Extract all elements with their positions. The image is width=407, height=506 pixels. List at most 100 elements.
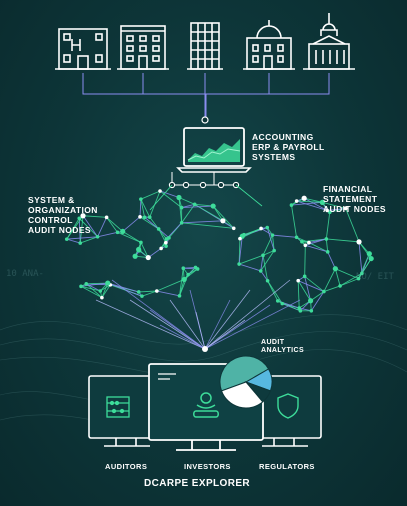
mesh-node bbox=[164, 244, 168, 248]
mesh-node bbox=[104, 215, 109, 220]
system-nodes-label: SYSTEM & ORGANIZATION CONTROL AUDIT NODE… bbox=[28, 195, 98, 235]
explorer-title: DCARPE EXPLORER bbox=[144, 478, 251, 489]
background-text-right: NO/ EIT bbox=[356, 272, 394, 282]
mesh-node bbox=[289, 203, 294, 207]
mesh-node bbox=[80, 213, 86, 219]
mesh-node bbox=[356, 276, 361, 281]
mesh-node bbox=[210, 203, 216, 209]
mesh-node bbox=[275, 299, 280, 303]
mesh-node bbox=[338, 284, 342, 288]
mesh-node bbox=[296, 278, 300, 283]
mesh-node bbox=[237, 262, 241, 266]
mesh-node bbox=[319, 199, 325, 205]
mesh-node bbox=[302, 274, 307, 279]
mesh-node bbox=[142, 215, 147, 220]
mesh-node bbox=[360, 271, 364, 276]
mesh-node bbox=[159, 246, 163, 251]
mesh-node bbox=[186, 272, 190, 277]
mesh-node bbox=[356, 239, 362, 245]
accounting-label: ACCOUNTING ERP & PAYROLL SYSTEMS bbox=[252, 132, 325, 162]
convergence-node bbox=[202, 346, 208, 352]
mesh-node bbox=[136, 290, 141, 294]
mesh-node bbox=[158, 189, 162, 193]
office-building-icon bbox=[117, 25, 169, 70]
mesh-node bbox=[139, 197, 143, 201]
mesh-node bbox=[332, 266, 338, 272]
mesh-node bbox=[95, 235, 100, 239]
audit-analytics-pie bbox=[219, 355, 273, 409]
investors-label: INVESTORS bbox=[184, 462, 231, 471]
mesh-node bbox=[139, 240, 143, 245]
mesh-node bbox=[261, 253, 265, 258]
mesh-node bbox=[280, 301, 285, 306]
financial-nodes-label: FINANCIAL STATEMENT AUDIT NODES bbox=[323, 184, 386, 214]
domed-building-icon bbox=[243, 20, 295, 70]
mesh-node bbox=[132, 253, 138, 259]
mesh-node bbox=[327, 210, 332, 215]
mesh-node bbox=[303, 243, 308, 248]
mesh-node bbox=[181, 276, 187, 283]
mesh-node bbox=[307, 240, 311, 245]
shield-icon bbox=[277, 393, 299, 419]
mesh-node bbox=[115, 230, 120, 235]
mesh-node bbox=[192, 202, 197, 207]
pie-slice bbox=[220, 381, 264, 409]
pie-slice bbox=[219, 355, 270, 392]
mesh-node bbox=[325, 250, 330, 254]
laptop-icon bbox=[176, 127, 252, 173]
mesh-node bbox=[163, 240, 168, 245]
mesh-node bbox=[147, 215, 152, 219]
mesh-node bbox=[179, 205, 184, 210]
mesh-node bbox=[325, 208, 330, 213]
convergence-lines bbox=[95, 184, 301, 350]
mesh-node bbox=[366, 251, 372, 257]
mesh-node bbox=[155, 289, 159, 293]
mesh-node bbox=[294, 235, 299, 240]
mesh-node bbox=[140, 294, 144, 298]
analytics-label: AUDIT ANALyTICS bbox=[261, 339, 305, 354]
mesh-node bbox=[297, 306, 301, 310]
mesh-node bbox=[220, 218, 226, 224]
mesh-node bbox=[238, 236, 242, 241]
mesh-node bbox=[105, 280, 111, 286]
mesh-node bbox=[78, 241, 83, 245]
mesh-node bbox=[294, 199, 299, 203]
mesh-node bbox=[259, 226, 263, 231]
mesh-node bbox=[322, 289, 326, 294]
regulators-label: REGULATORS bbox=[259, 462, 315, 471]
background-text-left: 10 ANA- bbox=[6, 269, 44, 279]
mesh-node bbox=[84, 282, 89, 286]
mesh-node bbox=[231, 226, 236, 231]
mesh-node bbox=[79, 284, 83, 289]
mesh-node bbox=[307, 298, 314, 304]
hub-node bbox=[201, 116, 209, 124]
hospital-building-icon bbox=[55, 28, 111, 70]
mesh-node bbox=[309, 308, 314, 313]
mesh-node bbox=[120, 228, 126, 235]
mesh-node bbox=[64, 237, 69, 241]
mesh-node bbox=[324, 237, 329, 241]
building-connectors bbox=[82, 73, 330, 118]
mesh-node bbox=[145, 254, 151, 261]
mesh-node bbox=[167, 236, 171, 240]
mesh-node bbox=[368, 255, 374, 262]
mesh-node bbox=[176, 194, 182, 201]
system-audit-mesh bbox=[64, 189, 236, 300]
investor-person-icon bbox=[193, 392, 219, 418]
mesh-node bbox=[298, 309, 303, 313]
mesh-node bbox=[265, 225, 270, 230]
mesh-node bbox=[300, 239, 304, 244]
document-lines-icon bbox=[158, 373, 176, 380]
mesh-node bbox=[181, 266, 186, 271]
mesh-node bbox=[156, 227, 161, 231]
mesh-node bbox=[272, 248, 276, 253]
mesh-node bbox=[265, 278, 270, 283]
mesh-node bbox=[100, 295, 104, 300]
abacus-icon bbox=[106, 396, 130, 418]
mesh-node bbox=[193, 265, 198, 270]
mesh-node bbox=[138, 215, 142, 219]
mesh-node bbox=[136, 246, 142, 253]
mesh-node bbox=[270, 233, 275, 237]
auditors-label: AUDITORS bbox=[105, 462, 148, 471]
